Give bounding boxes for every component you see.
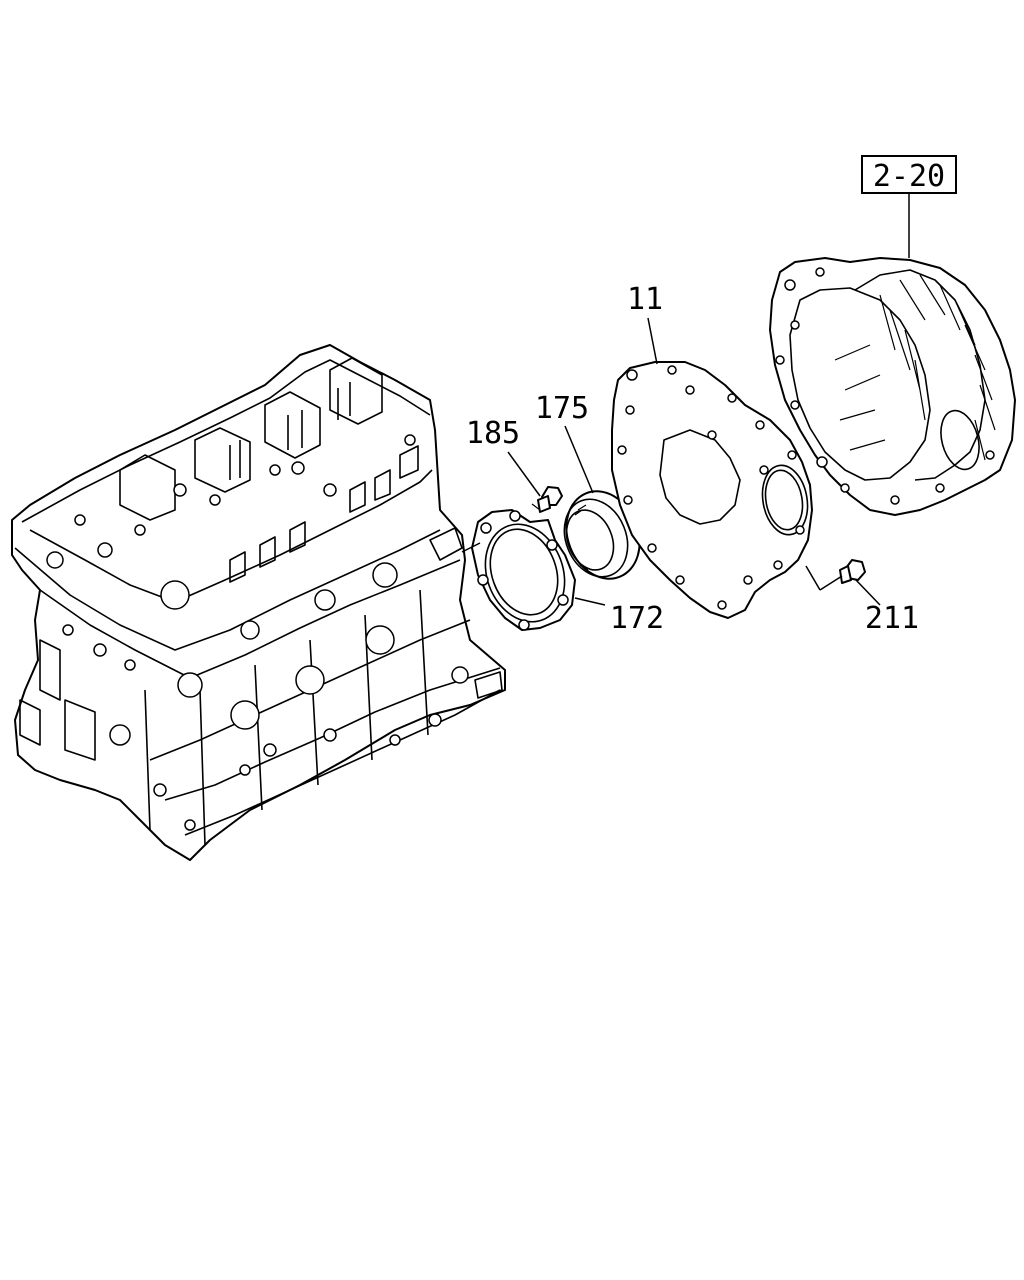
callout-175: 175 (535, 391, 589, 426)
bolt-185 (531, 486, 563, 513)
callout-172: 172 (610, 601, 664, 636)
callout-11: 11 (627, 282, 663, 317)
flywheel-housing (769, 257, 1016, 516)
rear-plate-11 (611, 361, 813, 619)
seal-retainer-172 (461, 509, 576, 631)
reference-label: 2-20 (873, 159, 945, 194)
callout-leaders (507, 193, 910, 606)
reference-box: 2-20 (861, 155, 957, 194)
bolt-211 (839, 559, 866, 584)
callout-185: 185 (466, 416, 520, 451)
oil-seal-175 (563, 490, 641, 580)
callout-211: 211 (865, 601, 919, 636)
engine-block (11, 344, 506, 861)
